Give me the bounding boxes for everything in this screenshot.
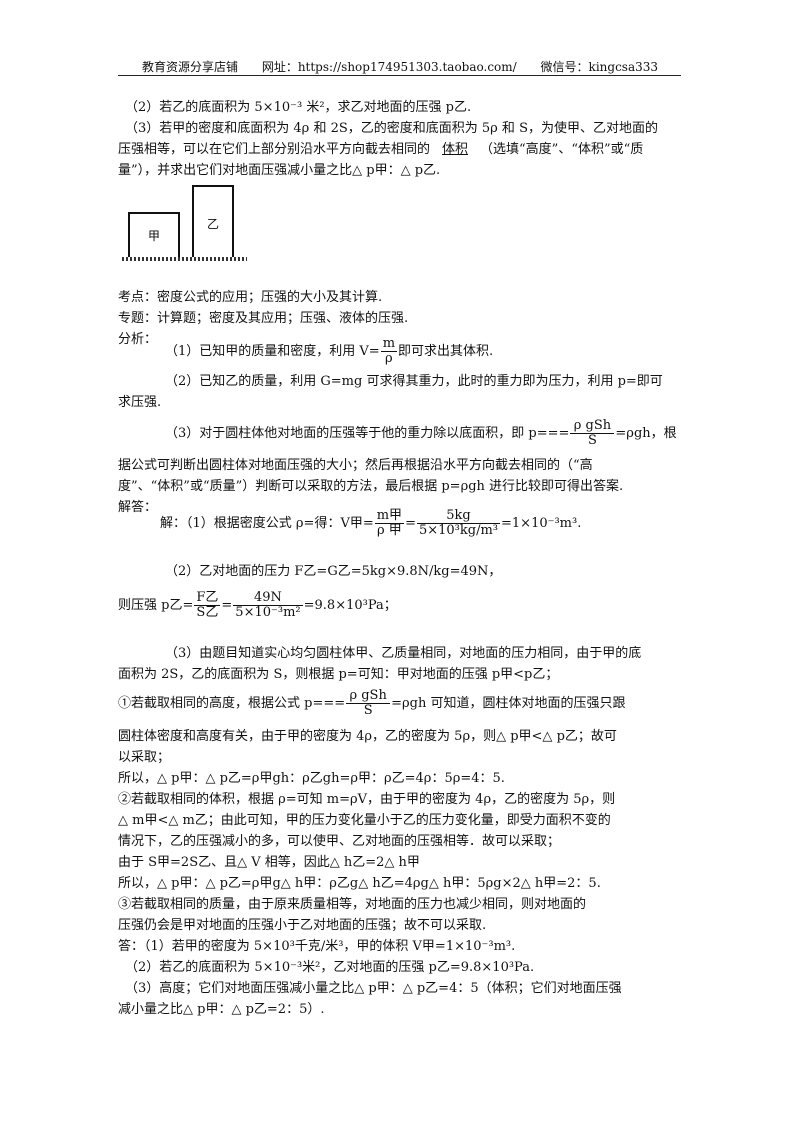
frac-num: ρ gSh <box>346 689 391 704</box>
frac-num: 5kg <box>416 509 501 524</box>
analysis-2-line2: 求压强. <box>118 395 162 410</box>
frac-den: ρ <box>385 351 393 366</box>
solution-text: =1×10⁻³m³. <box>501 516 582 531</box>
question-3-text: 压强相等，可以在它们上部分别沿水平方向截去相同的 <box>118 142 431 157</box>
case-2-line3: 情况下，乙的压强减小的多，可以使甲、乙对地面的压强相等．故可以采取； <box>118 834 561 849</box>
answer-blank: 体积 <box>442 142 469 157</box>
kaodian: 考点：密度公式的应用；压强的大小及其计算. <box>118 290 383 305</box>
frac-den: S <box>587 433 597 448</box>
case-2-line5: 所以，△ p甲：△ p乙=ρ甲g△ h甲：ρ乙g△ h乙=4ρg△ h甲：5ρg… <box>118 876 601 891</box>
case-2-line2: △ m甲<△ m乙；由此可知，甲的压力变化量小于乙的压力变化量，即受力面积不变的 <box>118 813 611 828</box>
answer-line4: 减小量之比△ p甲：△ p乙=2：5）. <box>118 1002 325 1017</box>
answer-line2: （2）若乙的底面积为 5×10⁻³米²，乙对地面的压强 p乙=9.8×10³Pa… <box>125 960 535 975</box>
question-3-line3: 量”），并求出它们对地面压强减小量之比△ p甲：△ p乙. <box>118 163 441 178</box>
frac-den: S乙 <box>196 605 219 620</box>
cylinder-yi: 乙 <box>192 185 234 259</box>
question-3-text: （选填“高度”、“体积”或“质 <box>480 142 644 157</box>
frac-num: m甲 <box>374 508 405 524</box>
solution-text: 则压强 p乙= <box>118 598 194 613</box>
question-3-line1: （3）若甲的密度和底面积为 4ρ 和 2S，乙的密度和底面积为 5ρ 和 S，为… <box>125 121 658 136</box>
frac-num: 49N <box>233 591 303 606</box>
analysis-text: （1）已知甲的质量和密度，利用 V= <box>165 344 380 359</box>
zhuanti: 专题：计算题；密度及其应用；压强、液体的压强. <box>118 311 409 326</box>
frac-den: ρ 甲 <box>377 523 402 538</box>
answer-line3: （3）高度；它们对地面压强减小量之比△ p甲：△ p乙=4：5（体积；它们对地面… <box>125 981 622 996</box>
shop-name: 教育资源分享店铺 <box>141 60 238 74</box>
analysis-text: 即可求出其体积. <box>398 344 494 359</box>
ground-line <box>122 257 247 261</box>
label-yi: 乙 <box>206 217 219 231</box>
analysis-2-line1: （2）已知乙的质量，利用 G=mg 可求得其重力，此时的重力即为压力，利用 p=… <box>165 374 663 389</box>
case-2-line4: 由于 S甲=2S乙、且△ V 相等，因此△ h乙=2△ h甲 <box>118 855 420 870</box>
solution-label: 解答： <box>118 500 158 515</box>
frac-den: 5×10³kg/m³ <box>418 523 499 538</box>
solution-3-line2: 面积为 2S，乙的底面积为 S，则根据 p=可知：甲对地面的压强 p甲<p乙； <box>118 667 559 682</box>
analysis-text: =ρgh，根 <box>615 426 677 441</box>
frac-den: S <box>363 703 373 718</box>
analysis-label: 分析： <box>118 332 158 347</box>
label-jia: 甲 <box>147 229 160 243</box>
case-1-line4: 所以，△ p甲：△ p乙=ρ甲gh：ρ乙gh=ρ甲：ρ乙=4ρ：5ρ=4：5. <box>118 771 505 786</box>
page-header: 教育资源分享店铺 网址：https://shop174951303.taobao… <box>0 58 800 75</box>
solution-text: =9.8×10³Pa； <box>303 598 397 613</box>
solution-text: ①若截取相同的高度，根据公式 p=== <box>118 696 346 711</box>
question-3-line2: 压强相等，可以在它们上部分别沿水平方向截去相同的体积 （选填“高度”、“体积”或“… <box>118 141 643 159</box>
shop-url: 网址：https://shop174951303.taobao.com/ <box>261 60 517 74</box>
question-2: （2）若乙的底面积为 5×10⁻³ 米²，求乙对地面的压强 p乙. <box>125 100 472 115</box>
header-rule <box>118 75 681 76</box>
wechat-id: 微信号：kingcsa333 <box>540 60 659 74</box>
analysis-3-line2: 据公式可判断出圆柱体对地面压强的大小；然后再根据沿水平方向截去相同的（“高 <box>118 458 593 473</box>
case-1-line3: 以采取； <box>118 750 171 765</box>
solution-2-line1: （2）乙对地面的压力 F乙=G乙=5kg×9.8N/kg=49N， <box>165 564 502 579</box>
frac-num: F乙 <box>194 590 221 606</box>
analysis-text: （3）对于圆柱体他对地面的压强等于他的重力除以底面积，即 p=== <box>165 426 570 441</box>
case-2-line1: ②若截取相同的体积，根据 ρ=可知 m=ρV，由于甲的密度为 4ρ，乙的密度为 … <box>118 792 616 807</box>
frac-den: 5×10⁻³m² <box>235 605 301 620</box>
solution-text: =ρgh 可知道，圆柱体对地面的压强只跟 <box>391 696 626 711</box>
answer-line1: 答：（1）若甲的密度为 5×10³千克/米³，甲的体积 V甲=1×10⁻³m³. <box>118 939 516 954</box>
frac-num: ρ gSh <box>570 419 615 434</box>
case-3-line2: 压强仍会是甲对地面的压强小于乙对地面的压强；故不可以采取. <box>118 918 487 933</box>
cylinder-jia: 甲 <box>128 212 180 259</box>
frac-num: m <box>380 336 398 352</box>
case-3-line1: ③若截取相同的质量，由于原来质量相等，对地面的压力也减少相同，则对地面的 <box>118 897 587 912</box>
analysis-3-line3: 度”、“体积”或“质量”）判断可以采取的方法，最后根据 p=ρgh 进行比较即可… <box>118 479 624 494</box>
solution-3-line1: （3）由题目知道实心均匀圆柱体甲、乙质量相同，对地面的压力相同，由于甲的底 <box>165 646 642 661</box>
case-1-line2: 圆柱体密度和高度有关，由于甲的密度为 4ρ，乙的密度为 5ρ，则△ p甲<△ p… <box>118 729 617 744</box>
solution-text: 解：（1）根据密度公式 ρ=得：V甲= <box>160 516 374 531</box>
